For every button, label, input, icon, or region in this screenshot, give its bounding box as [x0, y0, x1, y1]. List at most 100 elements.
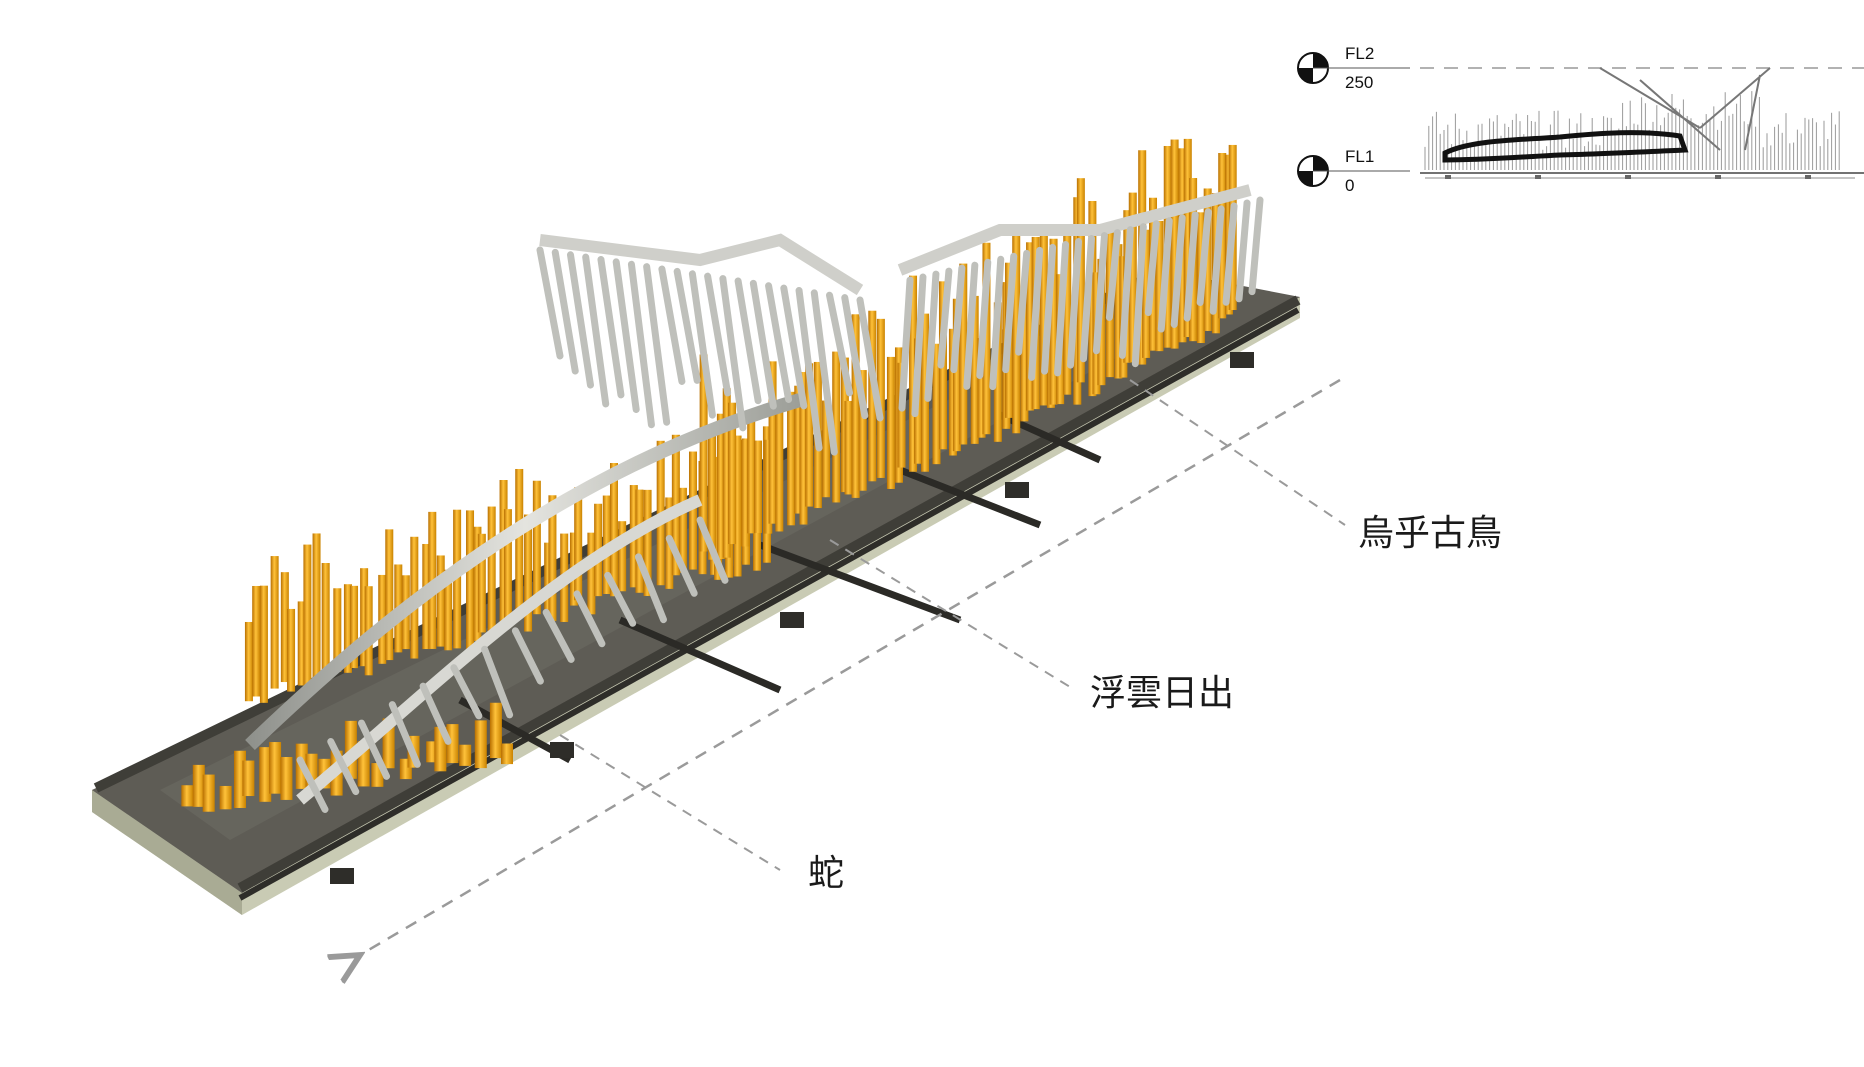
orange-tube [708, 426, 717, 560]
orange-tube [897, 362, 906, 468]
orange-tube [618, 521, 627, 592]
orange-tube [587, 532, 596, 615]
bird-canopy-right [897, 184, 1252, 276]
orange-tube [1039, 226, 1048, 406]
orange-tube [1203, 188, 1212, 331]
grey-slat [604, 571, 637, 627]
orange-tube [544, 542, 553, 615]
orange-tube [269, 742, 282, 794]
grey-slat [542, 608, 575, 663]
orange-tube [297, 601, 306, 686]
grey-slat [688, 270, 716, 419]
grey-slat [1144, 220, 1160, 317]
grey-slat [582, 253, 610, 408]
grey-slat [612, 258, 640, 414]
orange-tube [532, 480, 541, 615]
orange-tube [252, 585, 261, 697]
level-marker-fl1: FL1 0 [1297, 147, 1410, 195]
orange-tube [1076, 178, 1085, 383]
orange-tube [343, 584, 352, 673]
level-value-fl1: 0 [1345, 176, 1354, 195]
orange-tube [688, 451, 697, 570]
grey-slat [826, 291, 854, 397]
grey-slat [634, 553, 667, 624]
grey-slat [536, 246, 564, 360]
orange-tube [453, 509, 462, 649]
elevation-bird-frame [1599, 67, 1771, 151]
orange-tube [499, 480, 508, 627]
grey-slat [1196, 208, 1212, 307]
grey-slat [780, 284, 808, 410]
orange-tube [982, 242, 991, 435]
grey-slat [1131, 223, 1147, 368]
level-name-fl2: FL2 [1345, 44, 1374, 63]
grey-slat [696, 516, 729, 584]
orange-tube [333, 588, 342, 672]
grey-slat [950, 264, 966, 374]
grey-slat [1079, 235, 1095, 363]
orange-tube [503, 509, 512, 627]
orange-tube [609, 463, 618, 597]
orange-tube [280, 757, 293, 800]
orange-tube [1020, 296, 1029, 422]
grey-slat [1209, 205, 1225, 315]
grey-slat [734, 277, 762, 405]
orange-tube [489, 702, 502, 759]
orange-tube [764, 439, 773, 534]
orange-tube [635, 489, 644, 593]
orange-tube [259, 585, 268, 703]
leader-line-cloud [829, 539, 1076, 691]
callout-snake: 蛇 [808, 853, 844, 894]
orange-tube [436, 555, 445, 647]
grey-slat [937, 267, 953, 369]
grey-slat [627, 260, 655, 429]
orange-tube [886, 356, 895, 489]
elevation-inset: FL2 250 FL1 0 [1297, 44, 1864, 195]
orange-tube [444, 569, 453, 651]
orange-tube [312, 533, 321, 680]
grey-slat [1002, 252, 1018, 374]
orange-tube [728, 402, 737, 545]
orange-tube [1049, 238, 1058, 405]
orange-tube [822, 400, 831, 498]
orange-tube [474, 720, 487, 769]
orange-tube [1114, 244, 1123, 379]
grey-slat [1028, 246, 1044, 381]
grey-slat [898, 276, 914, 412]
level-value-fl2: 250 [1345, 73, 1373, 92]
orange-tube [473, 526, 482, 642]
orange-tube [477, 533, 486, 633]
orange-tube [716, 413, 725, 559]
grey-slat [1235, 199, 1251, 303]
orange-tube [459, 744, 472, 766]
orange-tube [754, 440, 763, 533]
grey-slat [358, 719, 391, 780]
grey-slat-rows [296, 196, 1264, 813]
orange-tube [851, 314, 860, 498]
orange-tube [202, 774, 215, 812]
orange-tube [1142, 229, 1151, 358]
grey-slat [658, 265, 686, 385]
orange-tube [1026, 242, 1035, 411]
grey-slat [924, 270, 940, 402]
orange-tube [1170, 139, 1179, 349]
orange-tube [643, 489, 652, 596]
grey-slat [511, 627, 544, 685]
grey-slat [1222, 202, 1238, 306]
orange-tube [466, 510, 475, 650]
orange-tube [350, 585, 359, 669]
grey-slat [989, 255, 1005, 391]
orange-tube [242, 760, 255, 797]
grey-slat [566, 251, 594, 389]
orange-tube [775, 407, 784, 532]
orange-tube [1155, 220, 1164, 352]
orange-tube [733, 435, 742, 577]
grey-slat [1015, 249, 1031, 356]
grey-slat [327, 738, 360, 796]
grey-slat [719, 275, 747, 432]
grey-frame-structure [245, 184, 1252, 805]
orange-tube [360, 568, 369, 667]
orange-tube [858, 370, 867, 491]
orange-tube [1128, 192, 1137, 363]
snake-frame-spine [245, 393, 802, 751]
